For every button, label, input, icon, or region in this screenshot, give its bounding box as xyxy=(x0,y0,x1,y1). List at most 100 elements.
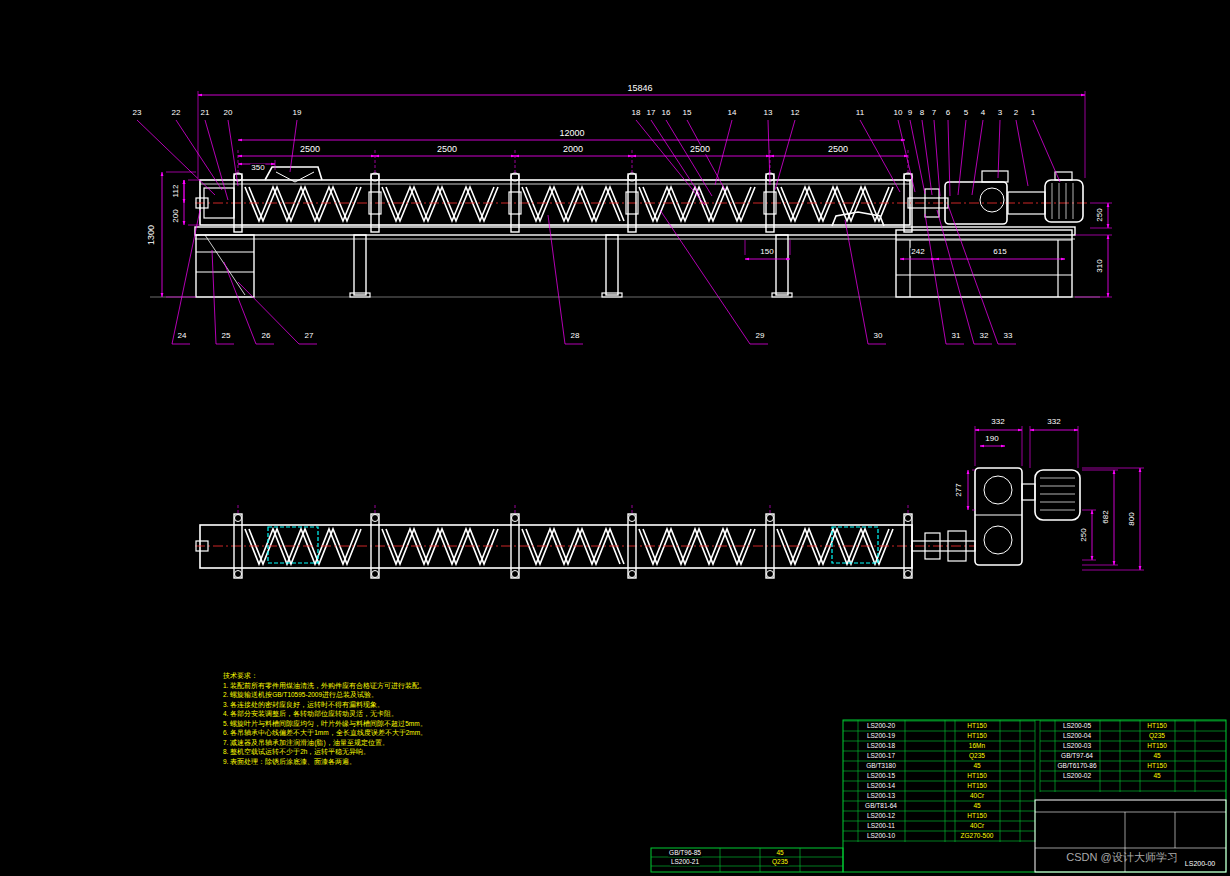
hanger-bearing xyxy=(626,192,638,214)
center-line xyxy=(195,203,1090,204)
dimension-text: 250 xyxy=(1096,207,1104,222)
table-rule xyxy=(760,848,761,872)
stand-post xyxy=(1057,240,1058,297)
table-cell: 40Cr xyxy=(969,793,985,800)
table-rule xyxy=(843,781,1035,782)
table-rule xyxy=(858,720,859,842)
reducer-gear xyxy=(984,526,1012,554)
shaft-coupling xyxy=(925,533,940,559)
table-cell: HT150 xyxy=(1146,763,1168,770)
dimension-text: 190 xyxy=(984,435,999,443)
table-cell: LS200-20 xyxy=(866,723,896,730)
motor-fin xyxy=(1059,183,1060,219)
motor-fin xyxy=(1040,486,1075,487)
electric-motor xyxy=(1035,470,1080,520)
dimension-line xyxy=(238,140,905,141)
dimension-text: 2000 xyxy=(562,145,584,154)
joint-line xyxy=(908,505,909,513)
callout-number: 13 xyxy=(763,109,774,117)
dimension-text: 2500 xyxy=(689,145,711,154)
screw-flight xyxy=(781,529,893,564)
screw-flight xyxy=(522,529,620,564)
table-rule xyxy=(905,720,906,842)
callout-number: 4 xyxy=(980,109,986,117)
table-cell: 40Cr xyxy=(969,823,985,830)
dimension-line xyxy=(184,180,185,225)
callout-number: 33 xyxy=(1003,332,1014,340)
callout-number: 31 xyxy=(951,332,962,340)
callout-number: 9 xyxy=(907,109,913,117)
note-text: 7. 减速器及吊轴承加注润滑油(脂)，油量至规定位置。 xyxy=(222,739,390,746)
callout-number: 7 xyxy=(931,109,937,117)
table-rule xyxy=(800,848,801,872)
table-cell: GB/T6170-86 xyxy=(1056,763,1097,770)
leader-line xyxy=(768,120,770,185)
flange-bolt xyxy=(629,571,636,578)
joint-line xyxy=(515,150,516,174)
drive-shaft xyxy=(908,198,948,208)
support-leg xyxy=(354,235,366,295)
trough-flange xyxy=(628,514,636,578)
trough-flange xyxy=(904,514,912,578)
support-leg xyxy=(776,235,788,295)
motor-coupling xyxy=(1022,484,1035,500)
dimension-text: 332 xyxy=(1046,418,1061,426)
table-cell: LS200-14 xyxy=(866,783,896,790)
note-text: 6. 各吊轴承中心线偏差不大于1mm，全长直线度误差不大于2mm。 xyxy=(222,730,428,737)
table-cell: HT150 xyxy=(1146,743,1168,750)
dimension-text: 112 xyxy=(172,184,180,199)
callout-number: 26 xyxy=(261,332,272,340)
table-cell: HT150 xyxy=(966,733,988,740)
leg-foot xyxy=(602,293,622,297)
callout-number: 15 xyxy=(682,109,693,117)
title-rule xyxy=(1035,812,1226,813)
dimension-line xyxy=(162,172,163,297)
table-cell: 16Mn xyxy=(968,743,986,750)
gear-reducer xyxy=(945,182,1007,224)
flange-bolt xyxy=(905,571,912,578)
screw-flight xyxy=(643,529,755,564)
motor-coupling xyxy=(1008,192,1045,214)
title-box xyxy=(1035,800,1226,872)
dimension-text: 12000 xyxy=(558,129,585,138)
leader-line xyxy=(910,120,925,194)
leg-foot xyxy=(772,293,792,297)
callout-number: 10 xyxy=(893,109,904,117)
table-rule xyxy=(1040,781,1226,782)
drawing-number: LS200-00 xyxy=(1184,860,1216,867)
table-cell: HT150 xyxy=(1146,723,1168,730)
stand-bar xyxy=(196,251,254,252)
dimension-text: 682 xyxy=(1102,509,1110,524)
flange-bolt xyxy=(629,515,636,522)
motor-fin xyxy=(1066,183,1067,219)
callout-number: 28 xyxy=(570,332,581,340)
table-cell: LS200-18 xyxy=(866,743,896,750)
joint-line xyxy=(238,150,239,174)
dimension-line xyxy=(375,156,515,157)
center-line xyxy=(195,546,975,547)
callout-number: 29 xyxy=(755,332,766,340)
table-rule xyxy=(1040,751,1226,752)
dimension-text: 332 xyxy=(990,418,1005,426)
flange-bolt xyxy=(511,173,519,181)
table-cell: LS200-19 xyxy=(866,733,896,740)
note-text: 4. 各部分安装调整后，各转动部位应转动灵活，无卡阻。 xyxy=(222,711,399,718)
table-rule xyxy=(1040,771,1226,772)
callout-number: 20 xyxy=(223,109,234,117)
extension-line xyxy=(1090,203,1112,204)
dimension-line xyxy=(1114,470,1115,565)
leader-line xyxy=(205,120,228,200)
table-cell: ZG270-500 xyxy=(960,833,995,840)
dimension-text: 2500 xyxy=(436,145,458,154)
leg-foot xyxy=(350,293,370,297)
flange-bolt xyxy=(235,571,242,578)
leader-line xyxy=(660,210,768,344)
stand-bar xyxy=(196,271,254,272)
extension-line xyxy=(1082,565,1118,566)
extension-line xyxy=(1030,426,1031,468)
table-cell: 45 xyxy=(1152,773,1161,780)
dimension-text: 1300 xyxy=(147,224,156,246)
table-rule xyxy=(843,841,1035,842)
